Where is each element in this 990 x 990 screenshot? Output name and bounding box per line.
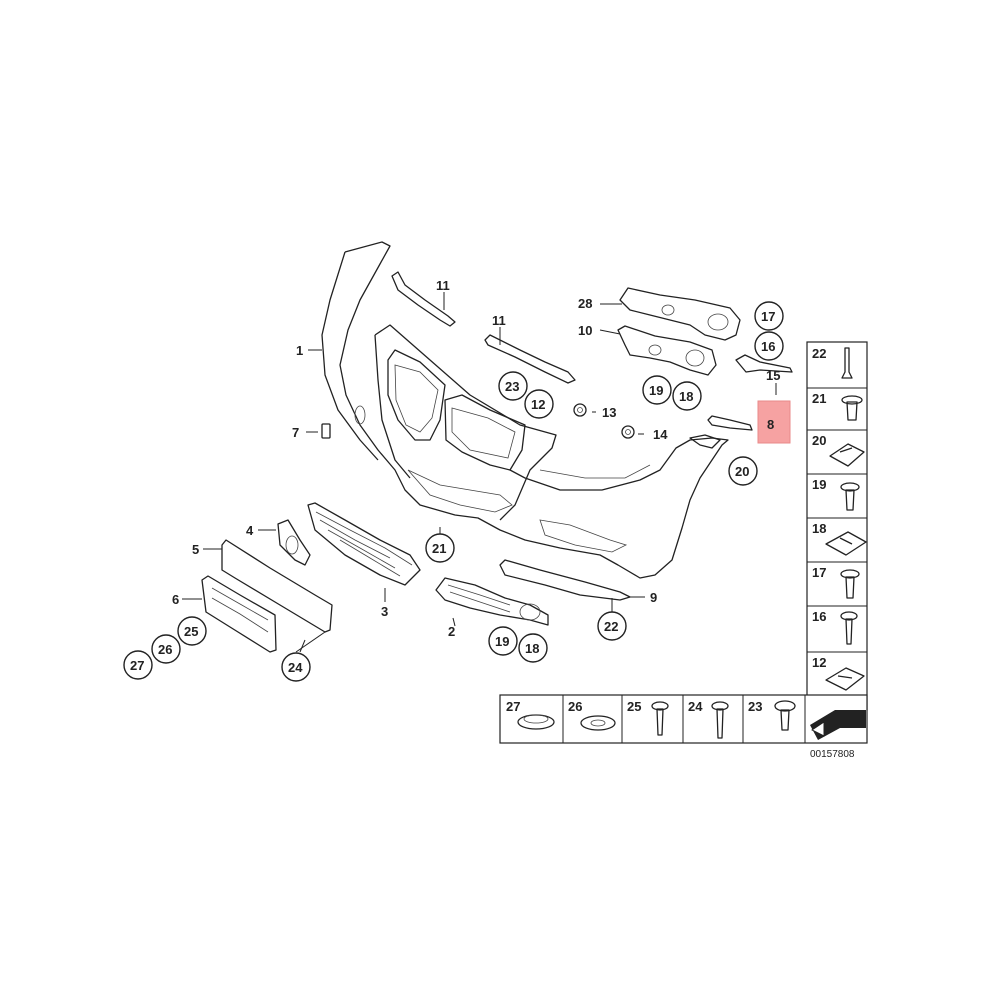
- cap-7: [321, 423, 331, 439]
- screw-24-icon: [711, 701, 729, 739]
- callout-10: 10: [578, 323, 592, 338]
- bracket-28: [619, 287, 741, 341]
- callout-24: 24: [288, 660, 303, 675]
- callout-27: 27: [130, 658, 144, 673]
- callout-22: 22: [604, 619, 618, 634]
- callout-11a: 11: [436, 278, 450, 293]
- callout-4: 4: [246, 523, 254, 538]
- callout-16: 16: [761, 339, 775, 354]
- plug-27-icon: [517, 714, 555, 730]
- nut-14: [621, 425, 635, 439]
- callout-13: 13: [602, 405, 616, 420]
- bracket-20: [689, 434, 721, 449]
- side-table-label-19: 19: [812, 477, 826, 492]
- bottom-table-label-25: 25: [627, 699, 641, 714]
- pin-22-icon: [841, 347, 853, 379]
- clip-20-icon: [829, 443, 865, 467]
- callout-19b: 19: [495, 634, 509, 649]
- callout-25: 25: [184, 624, 198, 639]
- side-table-label-16: 16: [812, 609, 826, 624]
- side-table-label-20: 20: [812, 433, 826, 448]
- circled-callouts: 23 12 19 18 17 16 20 21 19 18 22 24 25 2…: [123, 301, 784, 682]
- spoiler-9: [499, 559, 631, 601]
- side-table-label-17: 17: [812, 565, 826, 580]
- callout-12: 12: [531, 397, 545, 412]
- plate-holder-6: [201, 575, 277, 653]
- callout-3: 3: [381, 604, 388, 619]
- side-table-label-22: 22: [812, 346, 826, 361]
- fog-cover-4: [277, 519, 311, 566]
- bumper-cover: [321, 241, 729, 579]
- grommet-12-icon: [825, 667, 865, 691]
- callout-9: 9: [650, 590, 657, 605]
- bracket-10: [617, 325, 717, 376]
- callout-5: 5: [192, 542, 199, 557]
- callout-6: 6: [172, 592, 179, 607]
- trim-strip-11-left: [391, 271, 456, 327]
- callout-17: 17: [761, 309, 775, 324]
- nut-18-icon: [825, 531, 867, 556]
- leader-lines: [182, 292, 777, 653]
- reference-number: 00157808: [810, 749, 855, 760]
- callout-26: 26: [158, 642, 172, 657]
- screw-17-icon: [840, 569, 860, 599]
- trim-strip-11-right: [484, 334, 576, 384]
- callout-28: 28: [578, 296, 592, 311]
- callout-14: 14: [653, 427, 668, 442]
- center-grille-3: [307, 502, 421, 586]
- bottom-table-label-23: 23: [748, 699, 762, 714]
- side-table-label-12: 12: [812, 655, 826, 670]
- screw-23-icon: [774, 700, 796, 731]
- screw-19-icon: [840, 482, 860, 511]
- callout-15: 15: [766, 368, 780, 383]
- callout-8-highlight: 8: [757, 400, 791, 444]
- screw-25-icon: [651, 701, 669, 736]
- callout-20: 20: [735, 464, 749, 479]
- hardware-table-side: 22 21 20 19 18 17 16 12: [806, 341, 868, 711]
- arrow-symbol-icon: [810, 710, 866, 740]
- bolt-16-icon: [840, 611, 858, 645]
- fog-grille-2: [435, 577, 549, 626]
- callout-7: 7: [292, 425, 299, 440]
- callout-11b: 11: [492, 313, 506, 328]
- side-table-label-18: 18: [812, 521, 826, 536]
- callout-8: 8: [767, 417, 774, 432]
- callout-1: 1: [296, 343, 303, 358]
- callout-19a: 19: [649, 383, 663, 398]
- hardware-table-bottom: 27 26 25 24 23: [499, 694, 868, 744]
- bottom-table-label-24: 24: [688, 699, 703, 714]
- washer-26-icon: [580, 715, 616, 731]
- side-table-label-21: 21: [812, 391, 826, 406]
- bottom-table-label-26: 26: [568, 699, 582, 714]
- callout-23: 23: [505, 379, 519, 394]
- clip-15: [735, 354, 793, 373]
- callout-21: 21: [432, 541, 446, 556]
- nut-13: [573, 403, 587, 417]
- bottom-table-label-27: 27: [506, 699, 520, 714]
- callout-18b: 18: [525, 641, 539, 656]
- screw-21-icon: [841, 395, 863, 421]
- strip-8: [707, 415, 753, 431]
- plate-base-5: [221, 539, 333, 633]
- callout-18a: 18: [679, 389, 693, 404]
- callout-2: 2: [448, 624, 455, 639]
